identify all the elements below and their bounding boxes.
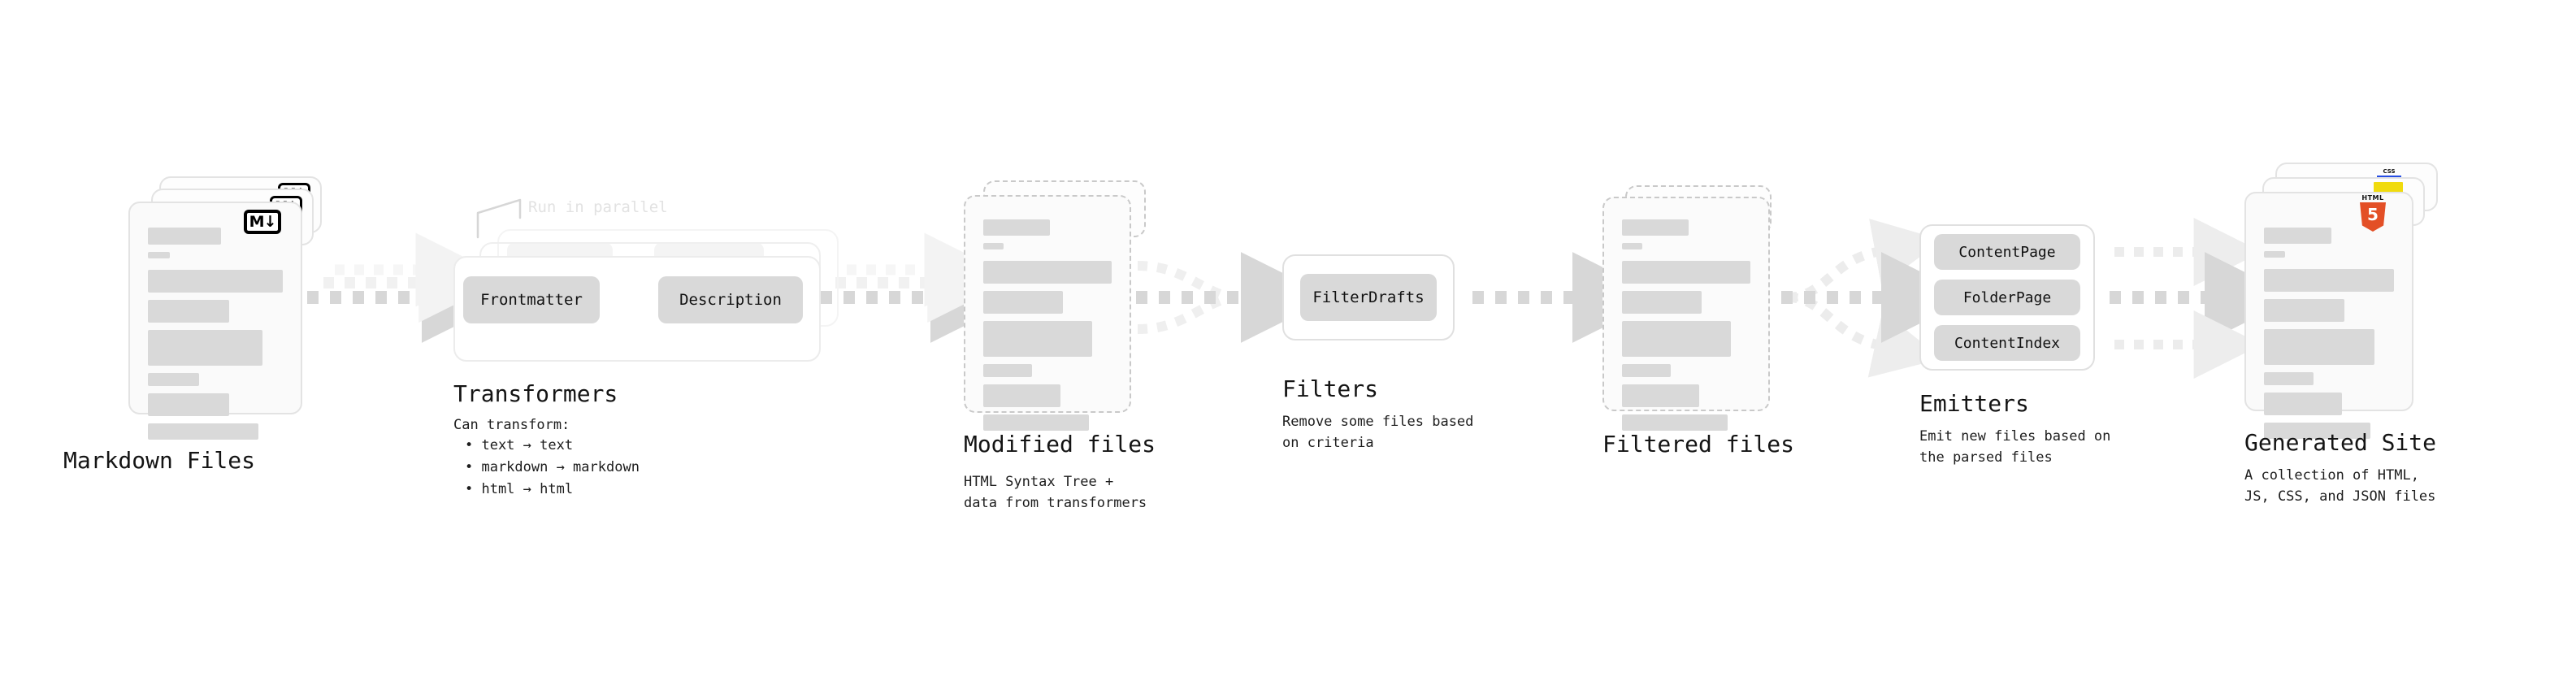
skeleton-bar [2264, 299, 2345, 322]
skeleton-bar [148, 300, 229, 323]
skeleton-bar [1622, 219, 1689, 236]
arrow-emitters-to-site [2110, 218, 2296, 379]
skeleton-bar [1622, 243, 1643, 249]
stage-title-modified-files: Modified files [964, 431, 1156, 458]
run-in-parallel-note: Run in parallel [528, 198, 668, 216]
site-skeleton [2264, 228, 2394, 446]
stage-title-emitters: Emitters [1919, 390, 2029, 417]
stage-title-generated-site: Generated Site [2244, 429, 2437, 456]
stage-title-filters: Filters [1282, 375, 1379, 402]
stage-title-markdown-files: Markdown Files [63, 447, 256, 474]
skeleton-bar [148, 330, 263, 366]
transformer-pill-description[interactable]: Description [658, 276, 803, 323]
skeleton-bar [2264, 251, 2285, 258]
skeleton-bar [983, 364, 1033, 377]
skeleton-bar [1622, 261, 1750, 284]
stage-subtitle-generated-site: A collection of HTML, JS, CSS, and JSON … [2244, 467, 2436, 505]
stage-subtitle-emitters: Emit new files based on the parsed files [1919, 428, 2111, 466]
transformer-pill-frontmatter[interactable]: Frontmatter [463, 276, 600, 323]
skeleton-bar [148, 393, 229, 416]
arrow-filtered-to-emitters [1781, 219, 1972, 378]
emitters-pill-contentpage[interactable]: ContentPage [1934, 234, 2080, 270]
transformers-bullet-1: • markdown → markdown [465, 458, 640, 475]
skeleton-bar [1622, 291, 1702, 314]
transformers-bullets: • text → text • markdown → markdown • html… [465, 435, 640, 501]
html5-badge-word: HTML [2361, 194, 2384, 202]
modified-skeleton [983, 219, 1112, 438]
site-card-front [2244, 192, 2413, 439]
skeleton-bar [148, 228, 221, 245]
skeleton-bar [2264, 393, 2342, 415]
skeleton-bar [983, 219, 1051, 236]
skeleton-bar [148, 270, 283, 293]
filtered-skeleton [1622, 219, 1750, 438]
arrow-modified-to-filters [1136, 252, 1332, 343]
skeleton-bar [1622, 364, 1672, 377]
skeleton-bar [2264, 372, 2314, 385]
transformers-bullet-0: • text → text [465, 437, 574, 453]
emitters-pill-contentindex[interactable]: ContentIndex [1934, 325, 2080, 361]
skeleton-bar [148, 373, 200, 386]
css-badge-label: CSS [2383, 168, 2396, 175]
skeleton-bar [2264, 269, 2394, 292]
skeleton-bar [2264, 423, 2371, 439]
skeleton-bar [983, 261, 1112, 284]
transformers-bullet-2: • html → html [465, 480, 574, 497]
markdown-badge: M↓ [244, 210, 281, 234]
markdown-skeleton [148, 228, 283, 447]
modified-card-front [964, 195, 1131, 431]
skeleton-bar [1622, 321, 1732, 357]
skeleton-bar [1622, 384, 1699, 407]
filters-pill-filterdrafts[interactable]: FilterDrafts [1300, 274, 1437, 321]
stage-subtitle-filters: Remove some files based on criteria [1282, 414, 1474, 452]
emitters-pill-folderpage[interactable]: FolderPage [1934, 280, 2080, 315]
markdown-card-front [128, 202, 302, 440]
skeleton-bar [148, 423, 259, 440]
stage-title-filtered-files: Filtered files [1602, 431, 1795, 458]
skeleton-bar [1622, 414, 1728, 431]
html5-badge-shield: 5 [2360, 202, 2386, 232]
stage-title-transformers: Transformers [453, 380, 618, 407]
stage-subtitle-transformers: Can transform: [453, 417, 570, 433]
html5-badge: HTML 5 [2357, 195, 2389, 232]
skeleton-bar [983, 414, 1089, 431]
skeleton-bar [983, 321, 1093, 357]
filtered-card-front [1602, 197, 1770, 431]
arrow-markdown-to-transformers [307, 232, 513, 343]
skeleton-bar [2264, 329, 2374, 365]
stage-subtitle-modified-files: HTML Syntax Tree + data from transformer… [964, 474, 1147, 512]
skeleton-bar [983, 243, 1004, 249]
skeleton-bar [983, 291, 1063, 314]
skeleton-bar [148, 252, 170, 258]
skeleton-bar [2264, 228, 2332, 244]
skeleton-bar [983, 384, 1060, 407]
